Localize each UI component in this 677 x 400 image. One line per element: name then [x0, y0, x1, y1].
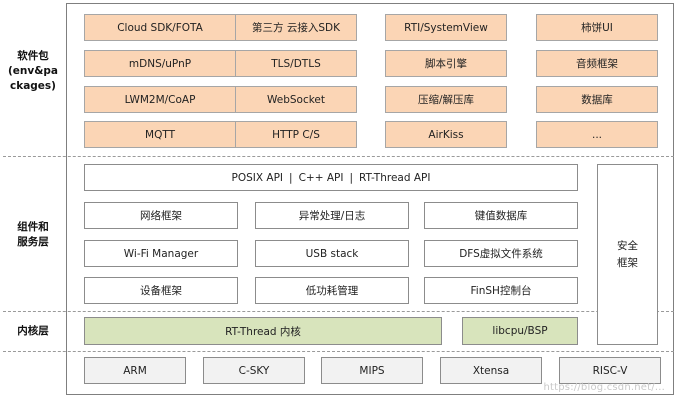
service-finsh-console: FinSH控制台: [424, 277, 578, 304]
layer-label-software-packages: 软件包 (env&pa ckages): [8, 50, 58, 92]
security-framework: 安全 框架: [597, 164, 658, 345]
package-third-party-cloud-sdk: 第三方 云接入SDK: [235, 14, 357, 41]
cpp-api-label: C++ API: [298, 171, 344, 184]
api-bar: POSIX API | C++ API | RT-Thread API: [84, 164, 578, 191]
package-rti-systemview: RTI/SystemView: [385, 14, 507, 41]
package-lwm2m-coap: LWM2M/CoAP: [84, 86, 236, 113]
package-http-cs: HTTP C/S: [235, 121, 357, 148]
service-network-framework: 网络框架: [84, 202, 238, 229]
rt-thread-api-label: RT-Thread API: [359, 171, 431, 184]
service-wifi-manager: Wi-Fi Manager: [84, 240, 238, 267]
layer-divider-packages: [3, 156, 674, 157]
kernel-libcpu-bsp: libcpu/BSP: [462, 317, 578, 345]
service-device-framework: 设备框架: [84, 277, 238, 304]
service-usb-stack: USB stack: [255, 240, 409, 267]
api-separator: |: [349, 171, 353, 184]
package-mqtt: MQTT: [84, 121, 236, 148]
posix-api-label: POSIX API: [231, 171, 284, 184]
layer-label-components-services: 组件和 服务层: [17, 221, 49, 248]
package-mdns-upnp: mDNS/uPnP: [84, 50, 236, 77]
api-separator: |: [289, 171, 293, 184]
package-script-engine: 脚本引擎: [385, 50, 507, 77]
arch-risc-v: RISC-V: [559, 357, 661, 384]
architecture-frame: [66, 3, 674, 395]
service-low-power-management: 低功耗管理: [255, 277, 409, 304]
package-tls-dtls: TLS/DTLS: [235, 50, 357, 77]
layer-label-kernel: 内核层: [17, 325, 49, 337]
package-persimmon-ui: 柿饼UI: [536, 14, 658, 41]
package-airkiss: AirKiss: [385, 121, 507, 148]
service-dfs-virtual-filesystem: DFS虚拟文件系统: [424, 240, 578, 267]
service-exception-logging: 异常处理/日志: [255, 202, 409, 229]
arch-mips: MIPS: [321, 357, 423, 384]
package-cloud-sdk-fota: Cloud SDK/FOTA: [84, 14, 236, 41]
layer-divider-services: [3, 311, 674, 312]
package-compression-library: 压缩/解压库: [385, 86, 507, 113]
arch-xtensa: Xtensa: [440, 357, 542, 384]
package-audio-framework: 音频框架: [536, 50, 658, 77]
service-kv-database: 键值数据库: [424, 202, 578, 229]
arch-c-sky: C-SKY: [203, 357, 305, 384]
package-websocket: WebSocket: [235, 86, 357, 113]
package-more: ...: [536, 121, 658, 148]
arch-arm: ARM: [84, 357, 186, 384]
kernel-rt-thread: RT-Thread 内核: [84, 317, 442, 345]
layer-divider-kernel: [3, 351, 674, 352]
watermark: https://blog.csdn.net/...: [543, 382, 665, 393]
package-database: 数据库: [536, 86, 658, 113]
